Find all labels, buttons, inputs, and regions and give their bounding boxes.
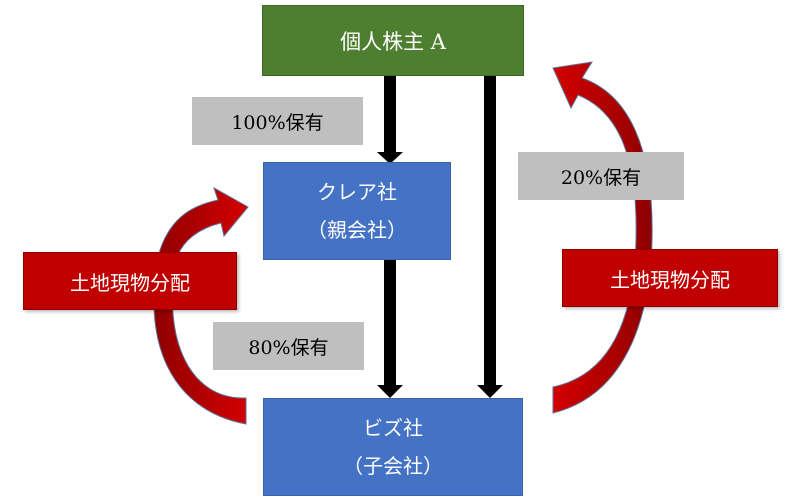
arrow-clare-to-biz — [377, 260, 403, 398]
biz-company-box: ビズ社 （子会社） — [263, 398, 523, 496]
curved-arrow-left — [153, 186, 249, 425]
curved-arrow-right — [552, 61, 653, 414]
arrow-shareholder-to-biz — [477, 76, 503, 398]
shareholder-label: 個人株主 A — [340, 29, 446, 54]
clare-role: （親会社） — [307, 218, 407, 242]
distribution-label-left: 土地現物分配 — [23, 252, 237, 310]
ownership-label-20: 20%保有 — [518, 152, 684, 200]
ownership-label-100: 100%保有 — [192, 97, 363, 145]
distribution-label-right: 土地現物分配 — [562, 249, 778, 307]
ownership-label-80: 80%保有 — [213, 322, 364, 370]
shareholder-a-box: 個人株主 A — [262, 5, 524, 76]
biz-role: （子会社） — [343, 454, 443, 478]
biz-name: ビズ社 — [363, 416, 423, 440]
arrow-shareholder-to-clare — [377, 76, 403, 164]
clare-company-box: クレア社 （親会社） — [263, 162, 451, 260]
clare-name: クレア社 — [317, 180, 397, 204]
